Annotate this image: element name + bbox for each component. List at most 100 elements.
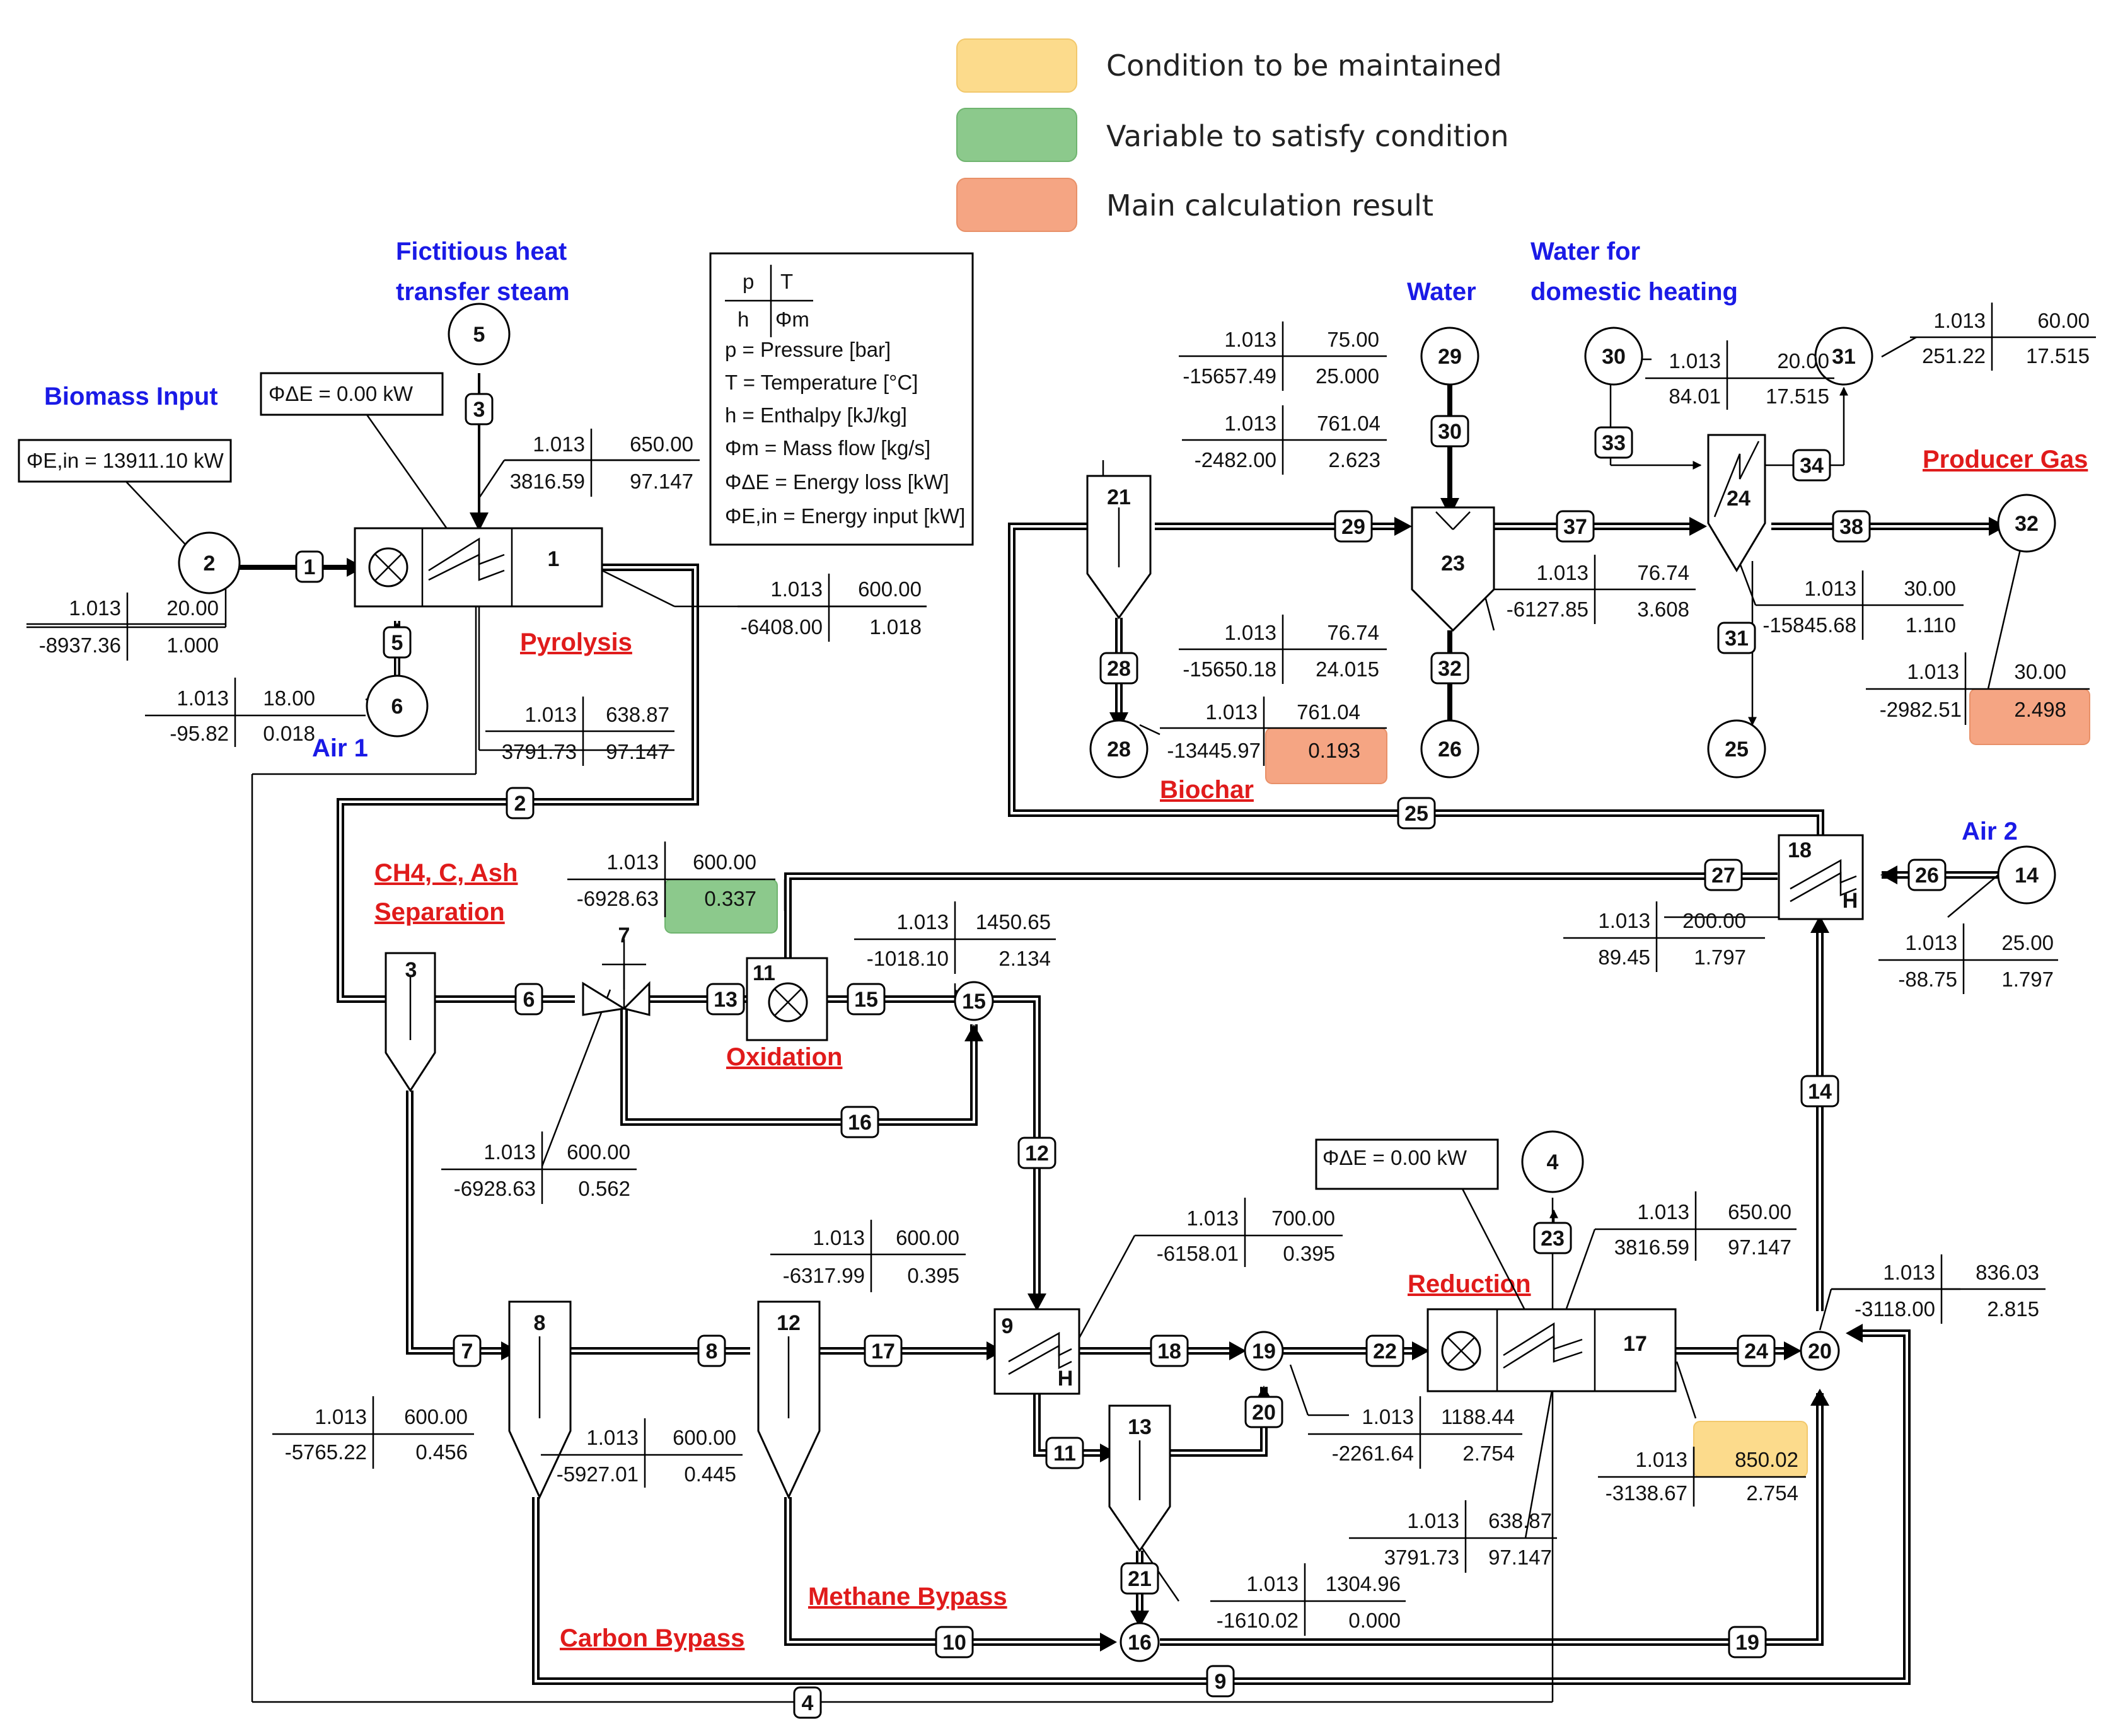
stream-block: 1.013 30.00 -15845.68 1.110: [1756, 570, 1964, 640]
svg-text:21: 21: [1128, 1567, 1152, 1591]
svg-text:1.013: 1.013: [176, 686, 229, 710]
svg-text:1.013: 1.013: [524, 703, 577, 726]
pipes: [337, 523, 1998, 1685]
oxidation-reactor-11: 11: [746, 957, 828, 1041]
svg-text:33: 33: [1602, 431, 1626, 455]
svg-text:1.013: 1.013: [896, 910, 949, 934]
svg-text:1.013: 1.013: [1362, 1405, 1414, 1428]
svg-text:1.797: 1.797: [1694, 946, 1746, 969]
label-methane-bypass: Methane Bypass: [808, 1583, 1007, 1611]
separator-12: 12: [757, 1300, 821, 1500]
svg-text:1.013: 1.013: [1804, 577, 1856, 600]
svg-text:1.013: 1.013: [1598, 909, 1650, 932]
svg-text:0.395: 0.395: [907, 1264, 959, 1287]
svg-text:-2982.51: -2982.51: [1880, 698, 1962, 721]
svg-text:1188.44: 1188.44: [1441, 1405, 1515, 1428]
stream-block: 1.013 1450.65 -1018.10 2.134: [854, 901, 1056, 974]
svg-text:1.797: 1.797: [2001, 968, 2054, 991]
circle-nodes: 2 5 6 15 19 20 16 4 14 32 29 30 31 28 26…: [178, 303, 2056, 1662]
svg-text:2.134: 2.134: [998, 947, 1051, 970]
svg-text:ΦE,in = 13911.10 kW: ΦE,in = 13911.10 kW: [26, 449, 224, 472]
reduction-reactor-17: 17: [1426, 1308, 1677, 1392]
svg-text:20.00: 20.00: [1777, 349, 1829, 373]
svg-text:0.456: 0.456: [415, 1440, 468, 1464]
svg-text:1.013: 1.013: [1224, 621, 1276, 644]
svg-text:18.00: 18.00: [263, 686, 315, 710]
svg-text:1.013: 1.013: [1407, 1509, 1459, 1532]
svg-text:650.00: 650.00: [630, 432, 693, 456]
stream-block: 1.013 850.02 -3138.67 2.754: [1598, 1421, 1808, 1507]
stream-block: 1.013 836.03 -3118.00 2.815: [1831, 1254, 2046, 1324]
svg-text:-6928.63: -6928.63: [454, 1177, 536, 1200]
legend-swatch-variable: [956, 108, 1077, 162]
svg-text:24: 24: [1727, 487, 1751, 511]
energy-input-box: ΦE,in = 13911.10 kW: [18, 439, 232, 483]
svg-text:17: 17: [871, 1340, 895, 1363]
svg-text:30: 30: [1438, 420, 1462, 444]
svg-text:60.00: 60.00: [2037, 309, 2090, 332]
separator-21: 21: [1086, 475, 1152, 620]
svg-text:1.013: 1.013: [1907, 660, 1959, 683]
label-domestic-2: domestic heating: [1531, 278, 1738, 306]
stream-block: 1.013 761.04 -13445.97 0.193: [1160, 697, 1387, 784]
stream-block: 1.013 75.00 -15657.49 25.000: [1179, 321, 1387, 391]
svg-text:200.00: 200.00: [1682, 909, 1746, 932]
svg-text:21: 21: [1107, 485, 1131, 509]
svg-text:28: 28: [1107, 657, 1131, 681]
svg-text:3816.59: 3816.59: [1614, 1235, 1689, 1259]
svg-text:37: 37: [1563, 515, 1587, 539]
legend-swatch-result: [956, 178, 1077, 232]
separator-13: 13: [1108, 1404, 1171, 1553]
key-line-4: Φm = Mass flow [kg/s]: [725, 436, 930, 460]
svg-text:12: 12: [777, 1311, 801, 1335]
svg-text:1.013: 1.013: [1224, 412, 1276, 435]
svg-text:1.013: 1.013: [586, 1426, 639, 1449]
svg-text:25.000: 25.000: [1316, 364, 1379, 388]
svg-text:H: H: [1058, 1367, 1073, 1391]
svg-text:23: 23: [1541, 1227, 1565, 1251]
svg-text:97.147: 97.147: [630, 470, 693, 493]
stream-block: 1.013 20.00 84.01 17.515: [1645, 340, 1834, 410]
svg-text:30.00: 30.00: [2014, 660, 2066, 683]
legend-label-variable: Variable to satisfy condition: [1106, 119, 1509, 153]
key-line-3: h = Enthalpy [kJ/kg]: [725, 403, 907, 427]
stream-block: 1.013 200.00 89.45 1.797: [1563, 901, 1765, 972]
svg-text:1.013: 1.013: [1224, 328, 1276, 351]
heat-exchanger-18: 18 H: [1778, 834, 1864, 920]
pyrolysis-reactor: 1: [354, 527, 603, 608]
svg-text:836.03: 836.03: [1976, 1261, 2039, 1284]
svg-text:24.015: 24.015: [1316, 657, 1379, 681]
stream-block: 1.013 700.00 -6158.01 0.395: [1135, 1198, 1343, 1267]
svg-text:1.013: 1.013: [315, 1405, 367, 1428]
svg-text:-15657.49: -15657.49: [1183, 364, 1276, 388]
svg-text:-6127.85: -6127.85: [1507, 598, 1588, 621]
svg-text:25: 25: [1725, 738, 1749, 761]
svg-text:1.000: 1.000: [166, 634, 219, 657]
svg-text:600.00: 600.00: [693, 850, 756, 874]
separator-3: 3: [385, 952, 436, 1092]
quench-23: 23: [1411, 506, 1495, 632]
svg-text:8: 8: [534, 1311, 546, 1335]
svg-text:-15845.68: -15845.68: [1762, 613, 1856, 637]
svg-text:11: 11: [753, 961, 775, 985]
svg-text:1.110: 1.110: [1906, 613, 1956, 637]
label-fictitious-1: Fictitious heat: [396, 238, 567, 265]
svg-text:19: 19: [1735, 1631, 1759, 1655]
svg-text:251.22: 251.22: [1922, 344, 1986, 367]
svg-text:34: 34: [1800, 454, 1824, 478]
condenser-24: 24: [1707, 434, 1766, 572]
pyrolysis-id: 1: [548, 547, 560, 571]
label-ch4-2: Separation: [374, 898, 505, 926]
stream-block: 1.013 600.00 -5927.01 0.445: [541, 1418, 743, 1488]
svg-text:31: 31: [1832, 345, 1856, 369]
legend: Condition to be maintained Variable to s…: [956, 38, 1509, 232]
label-air2: Air 2: [1962, 818, 2018, 845]
svg-text:600.00: 600.00: [673, 1426, 736, 1449]
svg-text:1.013: 1.013: [1933, 309, 1986, 332]
svg-text:-1610.02: -1610.02: [1217, 1609, 1299, 1632]
stream-block: 1.013 650.00 3816.59 97.147: [1595, 1191, 1797, 1261]
stream-block: 1.013 30.00 -2982.51 2.498: [1866, 652, 2090, 745]
label-biochar: Biochar: [1160, 776, 1254, 804]
key-box: p T h Φm p = Pressure [bar] T = Temperat…: [709, 252, 974, 546]
